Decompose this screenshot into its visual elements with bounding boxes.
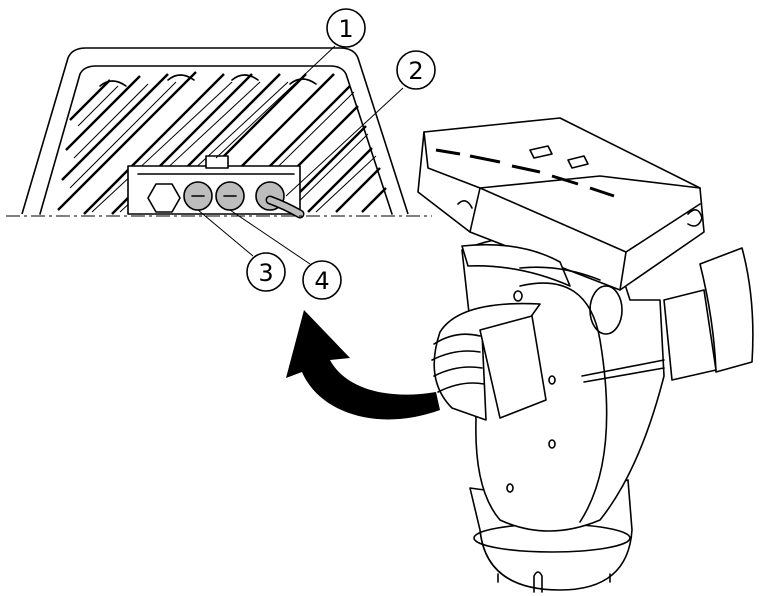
callout-1-label: 1 [338, 15, 353, 43]
ptz-camera [417, 117, 754, 593]
side-panel [699, 247, 754, 373]
callout-1: 1 [215, 8, 366, 159]
housing-underside-detail [21, 47, 409, 219]
callout-3: 3 [197, 209, 286, 292]
callout-3-label: 3 [258, 259, 273, 287]
callout-2-label: 2 [408, 57, 423, 85]
callout-4: 4 [229, 209, 342, 300]
connector-latch [205, 155, 229, 169]
hex-plug [147, 183, 181, 213]
callout-4-label: 4 [314, 267, 329, 295]
rim-notches [99, 74, 317, 87]
rotate-arrow [286, 310, 440, 420]
callout-2: 2 [285, 50, 436, 197]
